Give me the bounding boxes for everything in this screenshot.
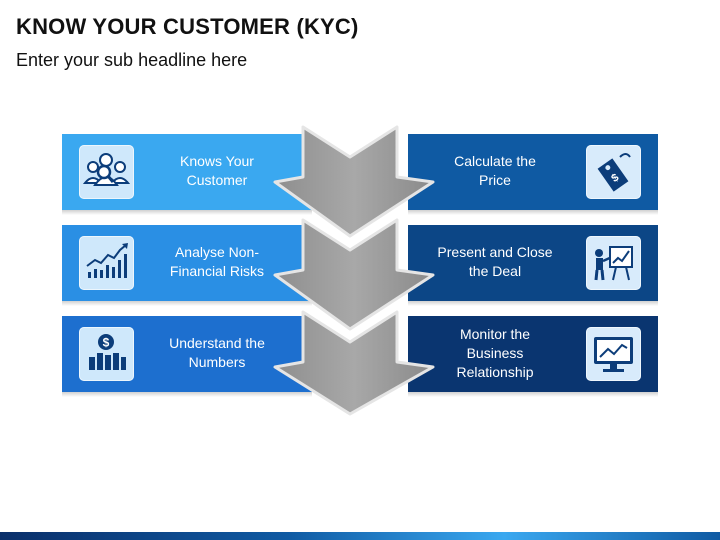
growth-chart-icon: [79, 236, 134, 290]
svg-text:$: $: [103, 336, 110, 350]
step-label-line: Financial Risks: [169, 263, 265, 279]
chevron-arrow-1: [273, 125, 435, 238]
step-understand-numbers: $ Understand the Numbers: [62, 316, 312, 397]
step-monitor-relationship: Monitor the Business Relationship: [408, 316, 658, 397]
chevron-arrows: [273, 125, 435, 416]
step-knows-your-customer: Knows Your Customer: [62, 134, 312, 215]
footer-gradient-bar: [0, 532, 720, 540]
page-subtitle: Enter your sub headline here: [16, 50, 248, 70]
step-label-line: Relationship: [456, 364, 534, 380]
chevron-arrow-2: [273, 218, 435, 331]
dollar-bar-chart-icon: $: [79, 327, 134, 381]
step-label: Monitor the Business Relationship: [430, 325, 560, 382]
svg-text:$: $: [609, 172, 621, 185]
step-label-line: Knows Your: [180, 153, 254, 169]
step-label: Calculate the Price: [430, 152, 560, 190]
monitor-chart-icon: [586, 327, 641, 381]
chevron-arrow-3: [273, 310, 435, 416]
step-label: Knows Your Customer: [152, 152, 282, 190]
step-analyse-risks: Analyse Non- Financial Risks: [62, 225, 312, 306]
customer-search-icon: [79, 145, 134, 199]
presentation-icon: [586, 236, 641, 290]
step-present-close: Present and Close the Deal: [408, 225, 658, 306]
price-tag-icon: $: [586, 145, 641, 199]
step-label-line: Monitor the: [459, 326, 531, 342]
step-label-line: Present and Close: [437, 244, 553, 260]
step-label-line: Calculate the: [454, 153, 536, 169]
step-label: Analyse Non- Financial Risks: [152, 243, 282, 281]
page-title: KNOW YOUR CUSTOMER (KYC): [16, 14, 359, 39]
step-label-line: Understand the: [169, 335, 265, 351]
step-label-line: Customer: [186, 172, 248, 188]
step-label: Understand the Numbers: [152, 334, 282, 372]
step-label-line: Numbers: [188, 354, 246, 370]
step-calculate-price: Calculate the Price $: [408, 134, 658, 215]
step-label: Present and Close the Deal: [430, 243, 560, 281]
step-label-line: Price: [479, 172, 511, 188]
step-label-line: Analyse Non-: [174, 244, 260, 260]
step-label-line: the Deal: [468, 263, 522, 279]
step-label-line: Business: [466, 345, 524, 361]
